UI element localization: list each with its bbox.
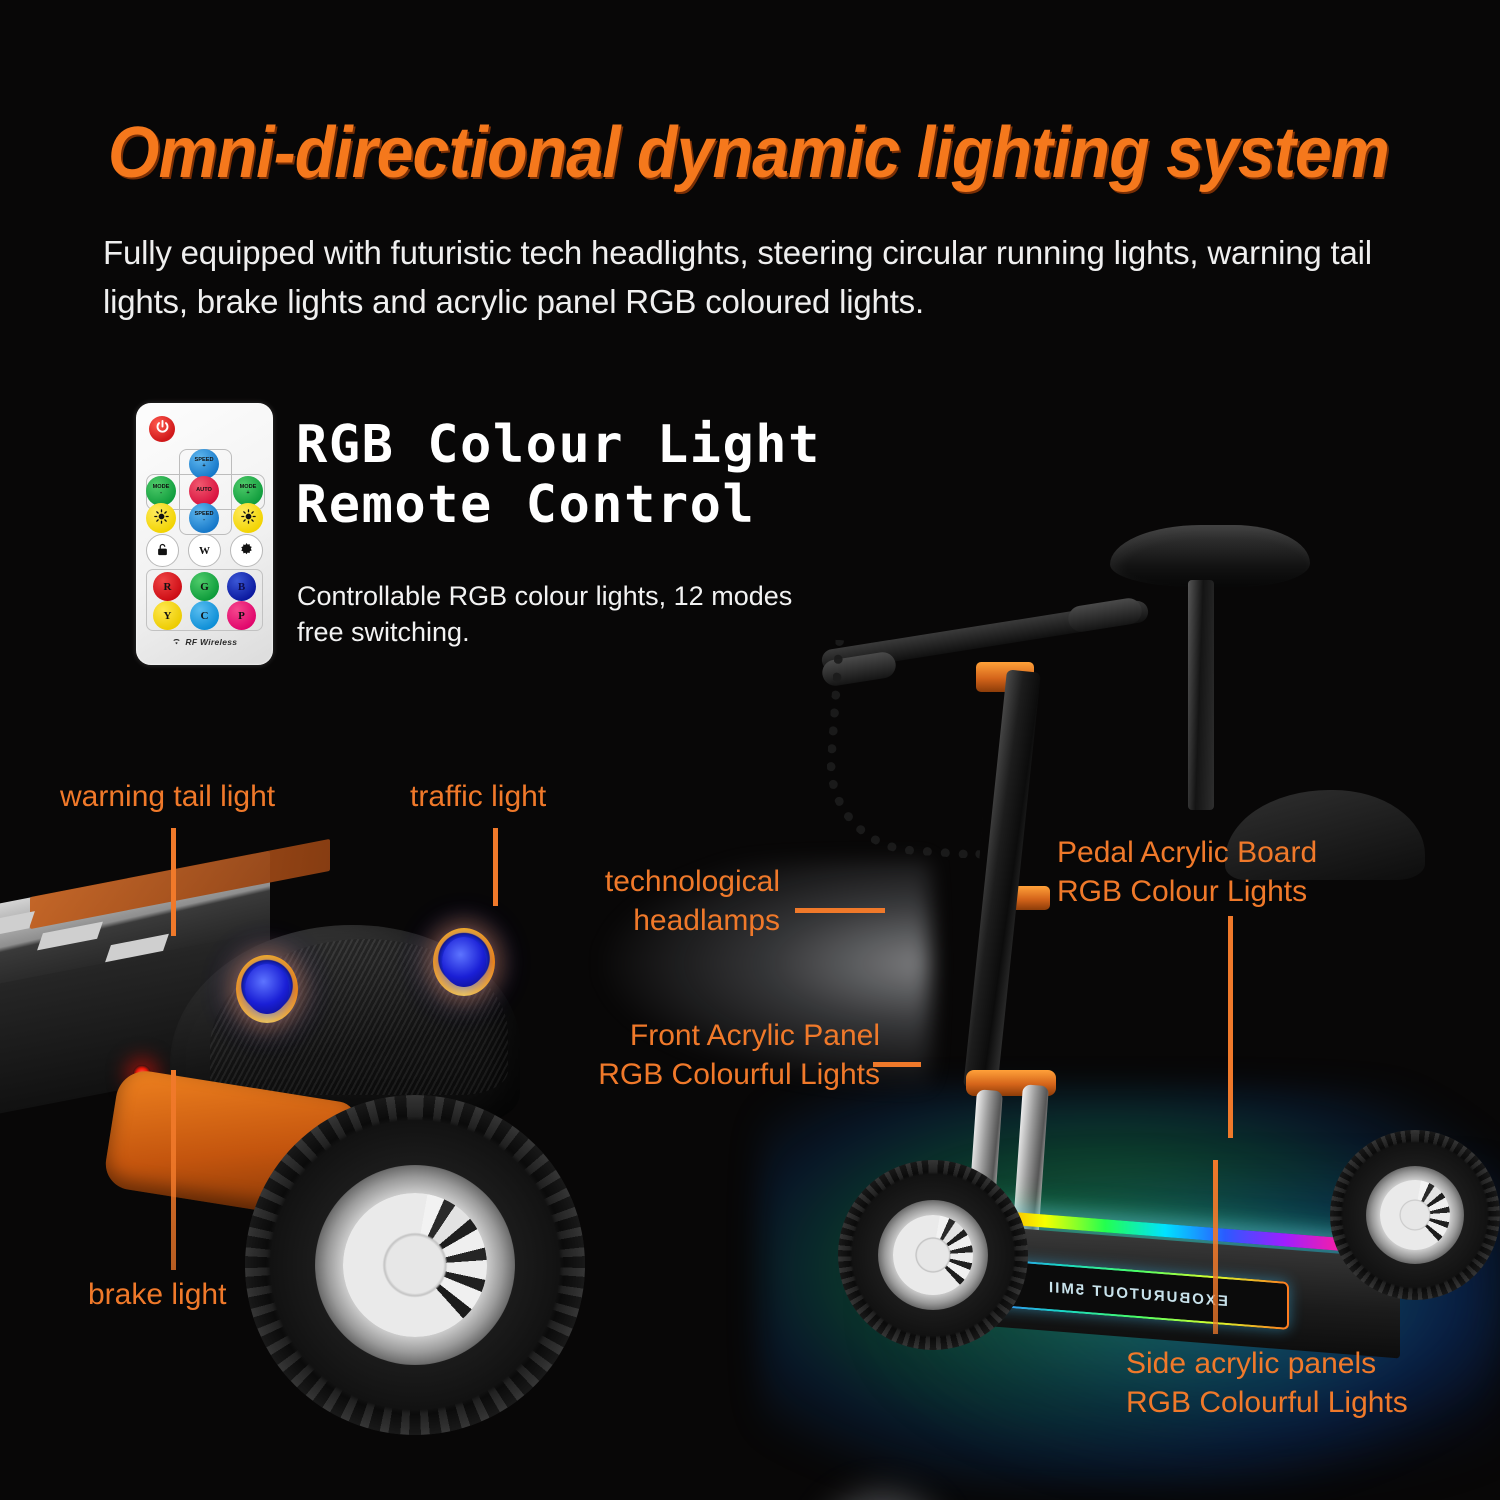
remote-dpad: SPEED + MODE - AUTO MODE + [146,449,265,535]
white-button[interactable]: W [188,534,221,567]
leader-warning-tail-light [171,828,176,936]
remote-colour-keypad: R G B Y C P [146,569,263,631]
brightness-icon [153,509,169,527]
front-brake-rotor [878,1200,988,1310]
brake-cable [820,639,995,860]
brightness-up-button[interactable] [233,503,263,533]
speed-up-button[interactable]: SPEED + [189,449,219,479]
wifi-icon [172,637,186,647]
seat-post [1188,580,1214,810]
colour-key-yellow[interactable]: Y [153,601,182,630]
page-subtitle: Fully equipped with futuristic tech head… [103,234,1372,320]
rgb-remote-control: SPEED + MODE - AUTO MODE + [136,403,273,665]
colour-key-blue[interactable]: B [227,572,256,601]
rear-brake-rotor-full [1366,1166,1464,1264]
traffic-light [433,928,495,996]
mode-down-button[interactable]: MODE - [146,476,176,506]
feature-heading-line2: Remote Control [296,475,756,535]
warning-tail-light [236,955,298,1023]
headlamp-beam [600,860,930,1090]
leader-brake-light [171,1070,176,1270]
gear-icon [239,542,254,560]
auto-button[interactable]: AUTO [189,476,219,506]
remote-footer: RF Wireless [136,637,273,647]
feature-body: Controllable RGB colour lights, 12 modes… [297,581,793,647]
label-brake-light: brake light [88,1278,227,1311]
leader-technological-headlamps [795,908,885,913]
settings-button[interactable] [230,534,263,567]
label-traffic-light: traffic light [410,780,547,813]
label-technological-headlamps: technological headlamps [604,865,780,937]
full-scooter: EXOBURUTOUT 5MII [780,430,1500,1500]
colour-key-red[interactable]: R [153,572,182,601]
leader-side-acrylic-panels [1213,1160,1218,1334]
remote-function-row: W [146,534,263,567]
product-photo: EXOBURUTOUT 5MII [0,525,1500,1500]
power-icon [155,419,170,439]
label-front-acrylic-panel: Front Acrylic Panel RGB Colourful Lights [598,1019,880,1091]
label-side-acrylic-panels: Side acrylic panels RGB Colourful Lights [1126,1347,1408,1419]
handlebar-grip [1066,596,1144,634]
feature-heading: RGB Colour Light Remote Control [296,415,856,535]
label-warning-tail-light: warning tail light [60,780,276,813]
rear-scooter-closeup [0,820,610,1435]
lock-button[interactable] [146,534,179,567]
colour-key-cyan[interactable]: C [190,601,219,630]
rear-brake-rotor [315,1165,515,1365]
colour-key-green[interactable]: G [190,572,219,601]
power-button[interactable] [149,416,175,442]
colour-key-purple[interactable]: P [227,601,256,630]
feature-heading-line1: RGB Colour Light [296,415,821,475]
speed-down-button[interactable]: SPEED - [189,503,219,533]
lock-icon [155,542,170,560]
page-title: Omni-directional dynamic lighting system [108,113,1390,193]
label-pedal-acrylic-board: Pedal Acrylic Board RGB Colour Lights [1057,836,1318,908]
brightness-down-button[interactable] [146,503,176,533]
side-panel-text: EXOBURUTOUT 5MII [1046,1278,1228,1310]
leader-traffic-light [493,828,498,906]
brightness-icon [240,509,256,527]
leader-front-acrylic-panel [873,1062,921,1067]
leader-pedal-acrylic-board [1228,916,1233,1138]
mode-up-button[interactable]: MODE + [233,476,263,506]
seat [1110,525,1310,587]
